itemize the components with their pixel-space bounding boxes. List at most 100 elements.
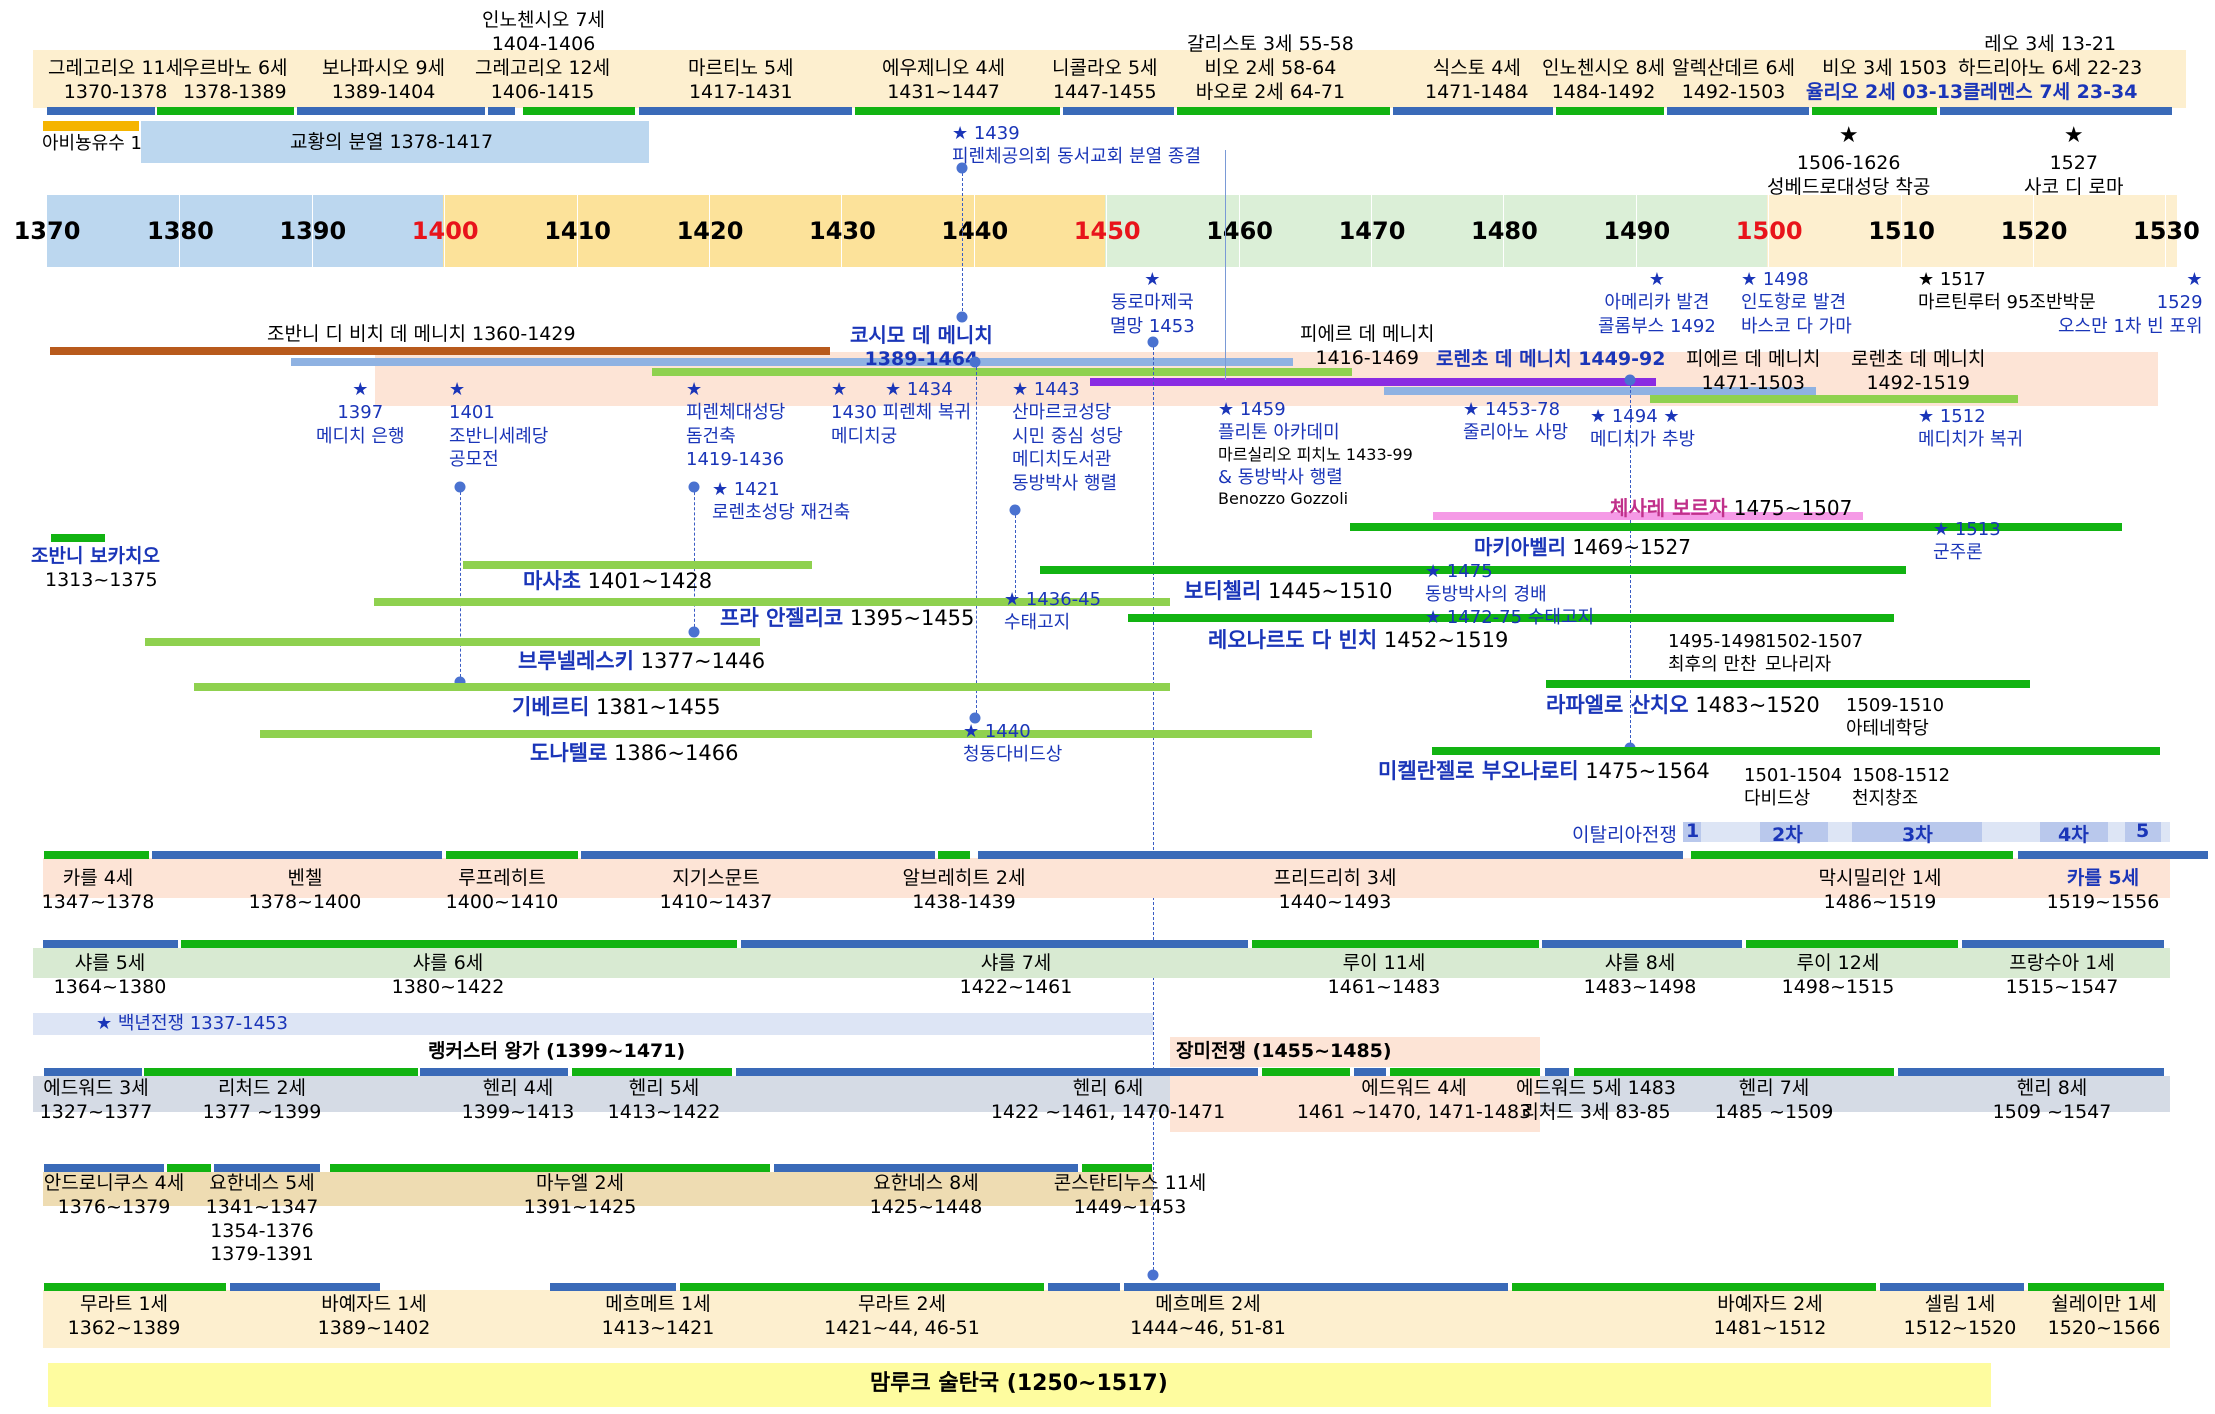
connector-dot	[688, 626, 700, 638]
byzantium-bar	[214, 1164, 320, 1172]
italian-war-label: 5	[2136, 820, 2150, 842]
hundred-years-war-band	[33, 1013, 1153, 1035]
connector-dot	[1624, 374, 1636, 386]
axis-tick-1420: 1420	[677, 195, 743, 267]
artist-bar-ghiberti	[194, 683, 1170, 691]
axis-tick-1490: 1490	[1603, 195, 1670, 267]
axis-bg-3	[1105, 195, 1767, 267]
england-bar	[44, 1068, 142, 1076]
byzantium-bar	[330, 1164, 770, 1172]
artist-bar-raphael	[1546, 680, 2030, 688]
lancaster-label: 랭커스터 왕가 (1399~1471)	[428, 1040, 686, 1062]
connector-dot	[956, 162, 968, 174]
axis-tick-1390: 1390	[279, 195, 346, 267]
connector-dot	[969, 712, 981, 724]
hre-bar	[446, 851, 578, 859]
ottoman-band	[43, 1290, 2170, 1348]
connector	[976, 362, 977, 718]
connector-dot	[956, 311, 968, 323]
italian-war-1	[1683, 822, 1701, 842]
connector	[962, 168, 963, 316]
axis-bg-2	[443, 195, 1105, 267]
ottoman-bar	[1512, 1283, 1876, 1291]
ottoman-bar	[1124, 1283, 1508, 1291]
ottoman-bar	[680, 1283, 1044, 1291]
artist-label: 보티첼리 1445~1510	[1184, 579, 1393, 603]
connector-dot	[1147, 1269, 1159, 1281]
pope-bar	[488, 107, 515, 115]
axis-tick-label: 1410	[544, 217, 611, 245]
axis-tick-1470: 1470	[1339, 195, 1405, 267]
avignon-label: 아비뇽유수 1	[42, 133, 142, 154]
ottoman-bar	[2028, 1283, 2164, 1291]
popes-band	[33, 50, 2186, 108]
connector-dot	[454, 481, 466, 493]
england-bar	[1545, 1068, 1569, 1076]
italian-war-2	[1760, 822, 1828, 842]
italian-war-label: 3차	[1902, 824, 1933, 846]
axis-bg-1	[47, 195, 443, 267]
pope-bar	[639, 107, 852, 115]
england-band	[33, 1076, 2170, 1112]
axis-tick-label: 1500	[1735, 217, 1803, 245]
axis-tick-label: 1520	[2000, 217, 2068, 245]
england-roses-band	[1170, 1076, 1540, 1132]
france-bar	[1962, 940, 2164, 948]
hundred-years-war-label: ★ 백년전쟁 1337-1453	[96, 1013, 288, 1034]
france-bar	[1252, 940, 1539, 948]
england-bar	[420, 1068, 568, 1076]
pope-bar	[523, 107, 635, 115]
artist-bar-masaccio	[463, 561, 812, 569]
axis-tick-1510: 1510	[1868, 195, 1935, 267]
pope-bar	[1556, 107, 1664, 115]
artist-label: 라파엘로 산치오 1483~1520	[1546, 693, 1820, 717]
axis-bg-4	[1767, 195, 2177, 267]
pope-bar	[1812, 107, 1937, 115]
axis-tick-1530: 1530	[2133, 195, 2200, 267]
connector	[1015, 510, 1016, 598]
byzantium-band	[43, 1172, 1153, 1206]
medici-bar-lorenzo	[1090, 378, 1656, 386]
france-bar	[741, 940, 1248, 948]
connector	[1225, 150, 1226, 380]
mamluk-label: 맘루크 술탄국 (1250~1517)	[870, 1371, 1168, 1396]
